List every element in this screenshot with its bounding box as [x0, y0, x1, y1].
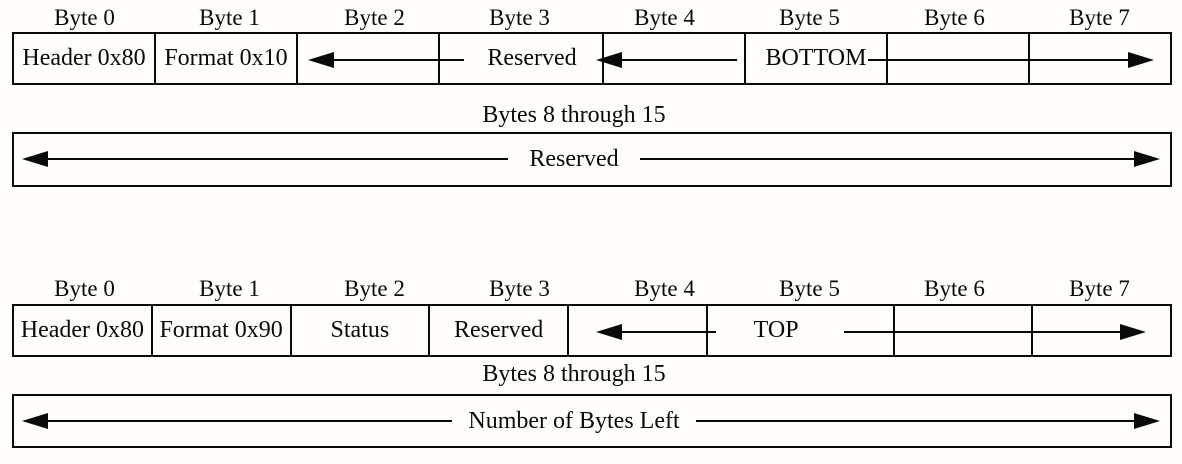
cell-empty: [569, 306, 708, 355]
cell-top: TOP: [708, 306, 895, 355]
cell-empty: [1033, 306, 1170, 355]
cell-format: Format 0x10: [156, 34, 298, 83]
byte-label: Byte 2: [344, 276, 405, 301]
byte-label: Byte 7: [1069, 276, 1130, 301]
byte-label: Byte 0: [54, 276, 115, 301]
cell-bottom: BOTTOM: [746, 34, 888, 83]
cell-reserved: Reserved: [430, 306, 569, 355]
byte-label: Byte 1: [199, 276, 260, 301]
cell-empty: [1030, 34, 1170, 83]
cell-header: Header 0x80: [14, 34, 156, 83]
byte-label: Byte 1: [199, 5, 260, 30]
bytes-8-15-heading-2: Bytes 8 through 15: [482, 361, 666, 387]
byte-label: Byte 5: [779, 276, 840, 301]
byte-label-row-1: Byte 0 Byte 1 Byte 2 Byte 3 Byte 4 Byte …: [12, 5, 1172, 31]
cell-empty: [888, 34, 1030, 83]
cell-empty: [604, 34, 746, 83]
byte-label: Byte 4: [634, 276, 695, 301]
cell-empty: [895, 306, 1034, 355]
byte-label: Byte 2: [344, 5, 405, 30]
cell-reserved: Reserved: [440, 34, 604, 83]
wide-field-label-1: Reserved: [529, 146, 619, 172]
byte-row-2: Header 0x80 Format 0x90 Status Reserved …: [12, 304, 1172, 357]
byte-label: Byte 4: [634, 5, 695, 30]
cell-format: Format 0x90: [153, 306, 292, 355]
byte-label-row-2: Byte 0 Byte 1 Byte 2 Byte 3 Byte 4 Byte …: [12, 276, 1172, 302]
wide-field-box-1: Reserved: [12, 132, 1172, 187]
byte-label: Byte 6: [924, 276, 985, 301]
bytes-8-15-heading-1: Bytes 8 through 15: [482, 102, 666, 128]
cell-header: Header 0x80: [14, 306, 153, 355]
byte-label: Byte 0: [54, 5, 115, 30]
wide-field-box-2: Number of Bytes Left: [12, 394, 1172, 448]
wide-field-label-2: Number of Bytes Left: [468, 407, 680, 434]
byte-label: Byte 3: [489, 276, 550, 301]
byte-row-1: Header 0x80 Format 0x10 Reserved BOTTOM: [12, 32, 1172, 85]
cell-status: Status: [292, 306, 431, 355]
byte-label: Byte 7: [1069, 5, 1130, 30]
cell-empty: [298, 34, 440, 83]
byte-label: Byte 6: [924, 5, 985, 30]
byte-label: Byte 3: [489, 5, 550, 30]
byte-label: Byte 5: [779, 5, 840, 30]
